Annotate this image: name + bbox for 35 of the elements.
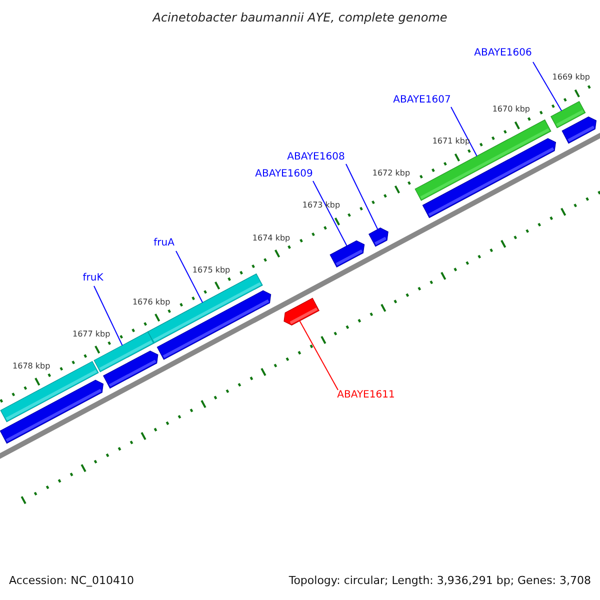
scale-label: 1669 kbp <box>552 74 590 83</box>
leader-line <box>450 106 478 157</box>
leader-line <box>299 320 338 390</box>
scale-label: 1674 kbp <box>252 234 290 243</box>
gene-block <box>562 116 597 144</box>
gene-block <box>368 228 388 247</box>
footer-text: Accession: NC_010410 <box>9 574 134 587</box>
gene-label: fruA <box>154 238 174 248</box>
scale-label: 1675 kbp <box>192 266 230 275</box>
gene-block <box>330 240 365 268</box>
scale-label: 1672 kbp <box>372 170 410 179</box>
scale-label: 1671 kbp <box>432 138 470 147</box>
leader-line <box>94 286 123 346</box>
leader-line <box>346 164 378 230</box>
gene-block <box>156 290 272 360</box>
gene-label: ABAYE1611 <box>337 390 395 400</box>
gene-block <box>103 350 158 389</box>
gene-label: ABAYE1607 <box>393 94 451 106</box>
gene-label: ABAYE1606 <box>474 48 532 58</box>
scale-label: 1676 kbp <box>132 298 170 307</box>
footer-text: Topology: circular; Length: 3,936,291 bp; Genes: 3,708 <box>288 574 591 587</box>
scale-label: 1678 kbp <box>12 362 50 372</box>
scale-label: 1673 kbp <box>302 202 340 211</box>
leader-line <box>176 250 204 303</box>
gene-label: ABAYE1608 <box>287 152 345 162</box>
leader-line <box>532 62 562 112</box>
gene-label: fruK <box>82 272 104 284</box>
gene-block <box>414 119 552 201</box>
diagram-title: Acinetobacter baumannii AYE, complete genome <box>152 11 448 25</box>
gene-block <box>284 298 320 326</box>
scale-label: 1677 kbp <box>72 330 110 339</box>
gene-block <box>0 380 104 444</box>
gene-label: ABAYE1609 <box>255 168 313 180</box>
leader-line <box>312 180 348 246</box>
scale-label: 1670 kbp <box>492 106 530 115</box>
